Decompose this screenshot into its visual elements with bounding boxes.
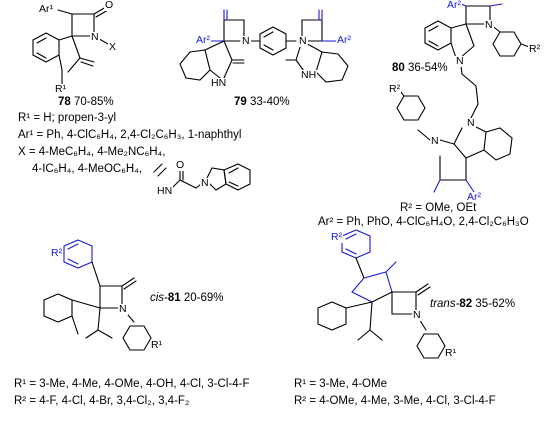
atom-ar2-80-lower: Ar² [466, 191, 482, 203]
subst-78-line3: X = 4-MeC₆H₄, 4-Me₂NC₆H₄, [18, 146, 166, 158]
subst-78-line2: Ar¹ = Ph, 4-ClC₆H₄, 2,4-Cl₂C₆H₃, 1-napht… [18, 129, 242, 141]
atom-n-left: N [241, 35, 251, 47]
phenylene-ring [259, 26, 287, 56]
atom-r2-82: R² [330, 231, 344, 243]
stereo-prefix-82: trans- [430, 298, 460, 310]
subst-80-line1: R² = OMe, OEt [400, 202, 477, 214]
yield-80: 36-54% [408, 62, 448, 74]
structure-79 [179, 9, 349, 83]
atom-hn-fragment: HN [156, 185, 174, 197]
atom-n-80-lower2: N [466, 117, 476, 129]
atom-x: X [108, 41, 118, 53]
label-81: cis-81 20-69% [150, 292, 224, 305]
compound-number-80: 80 [392, 62, 405, 74]
atom-hn: HN [210, 77, 228, 89]
atom-n-81: N [118, 303, 128, 315]
label-80: 80 36-54% [392, 62, 448, 75]
atom-ar2-right: Ar² [336, 34, 352, 46]
atom-ar1: Ar¹ [38, 3, 54, 15]
atom-o: O [104, 0, 115, 11]
atom-n-fragment: N [200, 177, 210, 189]
subst-82-line1: R¹ = 3-Me, 4-OMe [294, 378, 387, 390]
stereo-prefix-81: cis- [150, 292, 168, 304]
label-79: 79 33-40% [234, 96, 290, 109]
atom-r2-80-lower: R² [388, 83, 402, 95]
atom-n-80-lower1: N [455, 55, 465, 67]
atom-r1-82: R¹ [444, 347, 458, 359]
subst-80-line2: Ar² = Ph, PhO, 4-ClC₆H₄O, 2,4-Cl₂C₆H₃O [318, 216, 529, 228]
structure-82 [317, 229, 446, 359]
atom-n-right: N [298, 35, 308, 47]
compound-number-79: 79 [234, 96, 247, 108]
structure-78 [32, 6, 109, 85]
yield-78: 70-85% [74, 96, 114, 108]
atom-ar2-80-top: Ar² [446, 0, 462, 11]
structure-80 [396, 1, 533, 193]
atom-n-80-lower3: N [430, 135, 440, 147]
structure-81 [43, 239, 152, 351]
atom-n-82: N [412, 309, 422, 321]
compound-number-82: 82 [459, 298, 473, 310]
yield-79: 33-40% [250, 96, 290, 108]
subst-81-line2: R² = 4-F, 4-Cl, 4-Br, 3,4-Cl₂, 3,4-F₂ [14, 395, 190, 407]
yield-81: 20-69% [183, 292, 224, 304]
compound-number-78: 78 [58, 96, 71, 108]
subst-78-line1: R¹ = H; propen-3-yl [18, 112, 117, 124]
atom-r1: R¹ [54, 83, 68, 95]
atom-r1-81: R¹ [150, 339, 164, 351]
atom-r2-80-top: R² [528, 43, 542, 55]
label-78: 78 70-85% [58, 96, 114, 109]
atom-n-80-top: N [484, 19, 494, 31]
atom-o-fragment: O [175, 159, 186, 171]
label-82: trans-82 35-62% [430, 298, 515, 311]
compound-number-81: 81 [167, 292, 181, 304]
yield-82: 35-62% [475, 298, 516, 310]
atom-ar2-left: Ar² [195, 34, 211, 46]
atom-r2-81: R² [50, 247, 64, 259]
subst-81-line1: R¹ = 3-Me, 4-Me, 4-OMe, 4-OH, 4-Cl, 3-Cl… [14, 378, 250, 390]
atom-n: N [90, 31, 100, 43]
subst-82-line2: R² = 4-OMe, 4-Me, 3-Me, 4-Cl, 3-Cl-4-F [294, 395, 496, 407]
subst-78-line4: 4-IC₆H₄, 4-MeOC₆H₄, [32, 163, 143, 175]
atom-nh: NH [300, 69, 318, 81]
